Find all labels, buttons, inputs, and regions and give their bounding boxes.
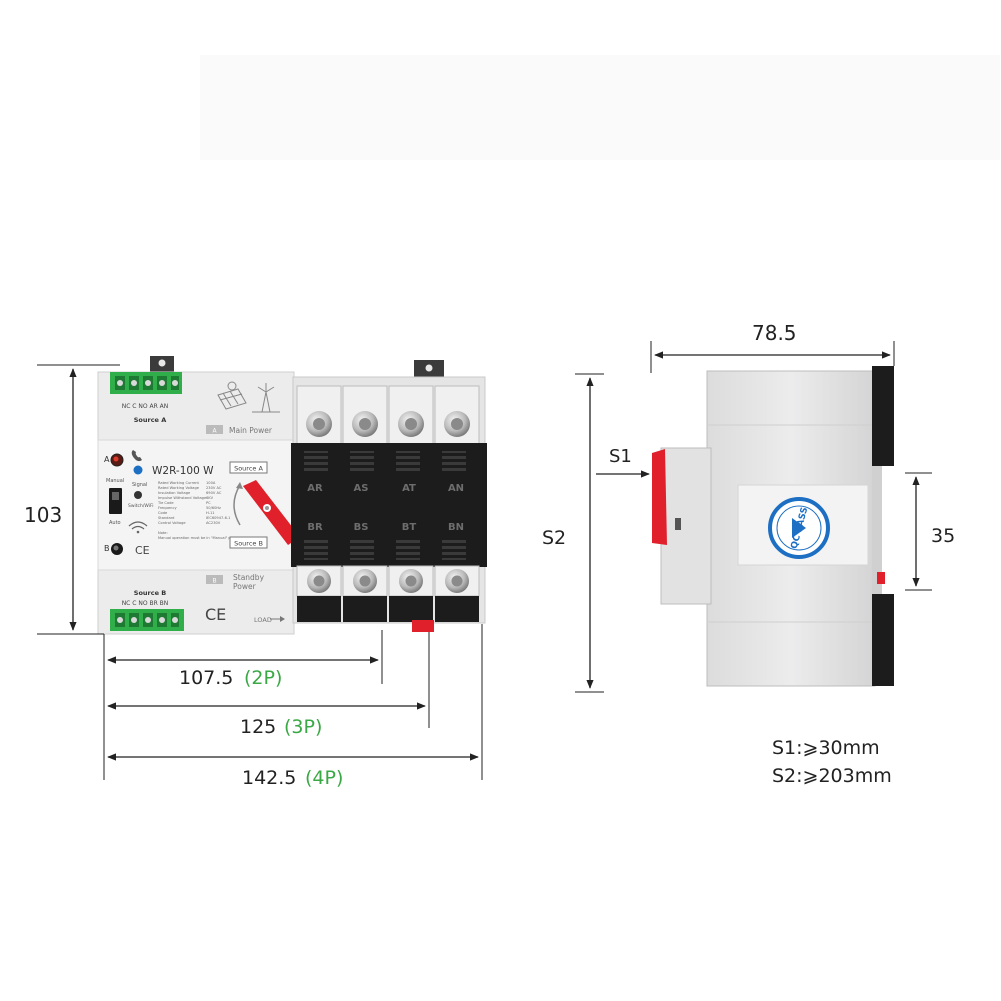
- top-terminals: [296, 385, 480, 445]
- svg-text:H-11: H-11: [206, 511, 215, 515]
- terminal-top-labels: NC C NO AR AN: [122, 403, 169, 410]
- dim-2p-suffix: (2P): [244, 667, 282, 689]
- source-b-label: Source B: [134, 589, 167, 597]
- dim-s1-label: S1: [609, 446, 632, 467]
- wind-turbine-icon: [252, 383, 280, 413]
- svg-text:Source A: Source A: [234, 465, 263, 473]
- svg-text:PC: PC: [206, 501, 211, 505]
- svg-text:Rated Working Voltage: Rated Working Voltage: [158, 486, 200, 490]
- phase-label-bn: BN: [448, 522, 464, 533]
- main-power-tag: [206, 425, 223, 434]
- dim-35-label: 35: [931, 525, 955, 547]
- phase-label-an: AN: [448, 483, 464, 494]
- side-handle[interactable]: [652, 449, 667, 545]
- dim-4p-value: 142.5: [242, 767, 296, 789]
- dim-3p-value: 125: [240, 716, 276, 738]
- svg-text:Rated Working Current: Rated Working Current: [158, 481, 200, 485]
- cover-vents: [304, 451, 466, 560]
- indicator-a-letter: A: [104, 455, 110, 464]
- auto-label: Auto: [109, 520, 121, 526]
- signal-label: Signal: [132, 482, 147, 488]
- dim-s2-label: S2: [542, 527, 566, 549]
- svg-text:B: B: [212, 578, 216, 585]
- dim-3p-suffix: (3P): [284, 716, 322, 738]
- phone-icon: [131, 450, 142, 462]
- phase-label-at: AT: [402, 483, 416, 494]
- bottom-terminals: [296, 565, 480, 622]
- dim-4p-suffix: (4P): [305, 767, 343, 789]
- load-label: LOAD: [254, 616, 272, 624]
- din-release-clip[interactable]: [412, 620, 434, 632]
- manual-auto-switch[interactable]: [109, 488, 122, 514]
- ce-mark-large: CE: [205, 605, 226, 624]
- front-dimensions: [37, 364, 483, 780]
- svg-text:50/60Hz: 50/60Hz: [206, 506, 221, 510]
- terminal-bottom-labels: NC C NO BR BN: [122, 600, 169, 607]
- svg-text:IEC60947-6-1: IEC60947-6-1: [206, 516, 230, 520]
- main-power-text: Main Power: [229, 426, 273, 435]
- svg-text:Source B: Source B: [234, 540, 263, 548]
- source-a-label: Source A: [134, 416, 167, 424]
- svg-text:AC230V: AC230V: [206, 521, 221, 525]
- standby-power-text-1: Standby: [233, 573, 265, 582]
- indicator-b-letter: B: [104, 544, 110, 553]
- front-view: NC C NO AR AN Source A Source B NC C NO …: [97, 356, 487, 635]
- svg-text:Standard: Standard: [158, 516, 174, 520]
- phase-label-br: BR: [307, 522, 323, 533]
- side-front-protrusion: [660, 447, 712, 605]
- play-triangle-icon: [792, 518, 806, 538]
- phase-label-bs: BS: [354, 522, 369, 533]
- svg-text:6KV: 6KV: [206, 496, 214, 500]
- source-b-tag: [229, 536, 268, 549]
- svg-text:100A: 100A: [206, 481, 216, 485]
- ce-mark-small: CE: [135, 544, 150, 557]
- solar-panel-icon: [217, 381, 247, 410]
- svg-text:A: A: [212, 428, 217, 435]
- svg-text:230V AC: 230V AC: [206, 486, 222, 490]
- phase-label-ar: AR: [307, 483, 323, 494]
- svg-text:Insulation Voltage: Insulation Voltage: [158, 491, 191, 495]
- svg-text:Tie Code: Tie Code: [157, 501, 174, 505]
- manual-label: Manual: [106, 478, 124, 484]
- svg-text:Frequency: Frequency: [158, 506, 177, 510]
- svg-text:Manual operation must be in "M: Manual operation must be in "Manual" pos…: [158, 536, 243, 540]
- side-top-black-cover: [872, 366, 894, 466]
- spec-table: Rated Working Current Rated Working Volt…: [157, 481, 243, 540]
- transfer-handle[interactable]: [243, 480, 300, 545]
- side-view: QC PASS: [652, 366, 894, 687]
- background-band: [200, 55, 1000, 160]
- note-s2: S2:⩾203mm: [772, 765, 892, 787]
- note-s1: S1:⩾30mm: [772, 737, 880, 759]
- phase-label-bt: BT: [402, 522, 417, 533]
- svg-text:Control Voltage: Control Voltage: [158, 521, 186, 525]
- model-name: W2R-100 W: [152, 465, 214, 477]
- signal-led: [133, 465, 143, 475]
- standby-power-tag: [206, 575, 223, 584]
- switch-wifi-button[interactable]: [134, 491, 142, 499]
- dim-height-label: 103: [24, 503, 62, 527]
- svg-text:690V AC: 690V AC: [206, 491, 222, 495]
- phase-label-as: AS: [354, 483, 369, 494]
- svg-text:Impulse Withstand Voltage: Impulse Withstand Voltage: [158, 496, 207, 500]
- switch-wifi-label: Switch/WiFi: [128, 503, 154, 509]
- side-bottom-black-cover: [872, 594, 894, 686]
- svg-text:Code: Code: [158, 511, 168, 515]
- svg-text:Note:: Note:: [158, 531, 168, 535]
- side-dimensions: [575, 341, 932, 693]
- wifi-icon: [128, 521, 148, 534]
- dim-2p-value: 107.5: [179, 667, 233, 689]
- rotation-arrow-icon: [233, 484, 241, 526]
- source-a-tag: [229, 461, 268, 474]
- standby-power-text-2: Power: [233, 582, 257, 591]
- dim-side-width: 78.5: [752, 321, 797, 345]
